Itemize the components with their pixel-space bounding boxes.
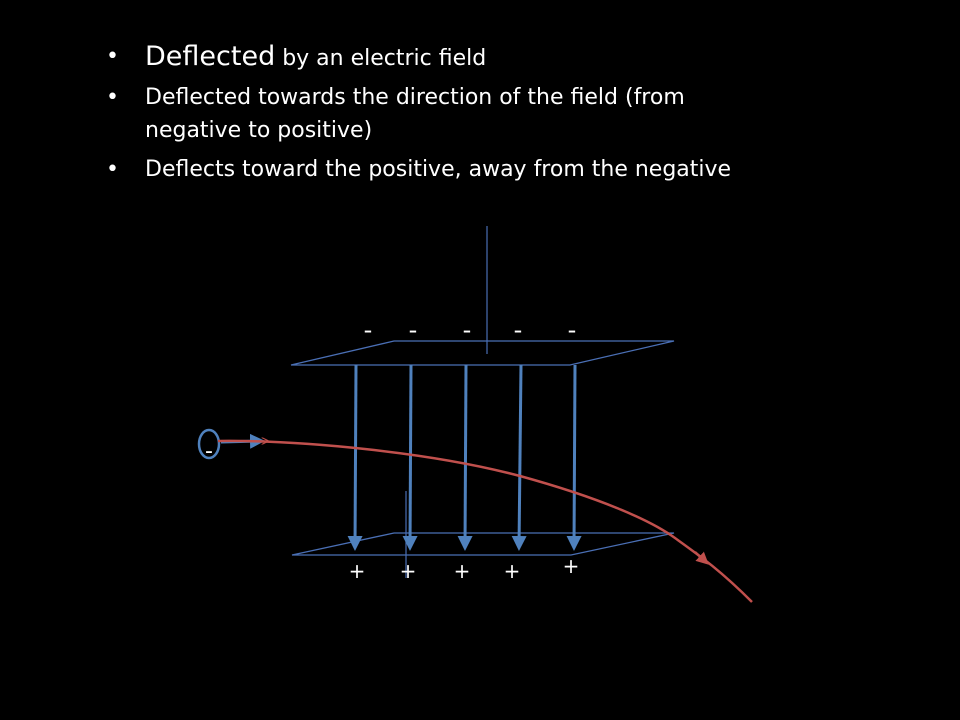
negative-charge-label: -	[463, 316, 472, 344]
bullet-dot: •	[106, 44, 119, 69]
positive-charge-label: +	[563, 554, 580, 578]
top-plate	[290, 340, 675, 366]
bottom-plate-charges: + + + + +	[349, 554, 580, 583]
bullet-dot: •	[106, 85, 119, 110]
electron-path	[217, 439, 753, 603]
bottom-plate	[291, 532, 675, 556]
electron-circle	[197, 428, 221, 460]
field-line	[566, 364, 582, 551]
positive-charge-label: +	[400, 559, 417, 583]
positive-charge-label: +	[349, 559, 366, 583]
bullet-item: • Deflects toward the positive, away fro…	[106, 153, 746, 186]
negative-charge-label: -	[568, 316, 577, 344]
bullet-text: by an electric field	[275, 46, 487, 71]
positive-charge-label: +	[454, 559, 471, 583]
field-line	[457, 364, 473, 551]
negative-charge-label: -	[514, 316, 523, 344]
positive-charge-label: +	[504, 559, 521, 583]
field-line	[511, 364, 527, 551]
bullet-item: • Deflected towards the direction of the…	[106, 81, 746, 147]
top-plate-charges: -----	[364, 316, 577, 344]
path-mid-arrowhead	[694, 551, 709, 565]
negative-charge-label: -	[409, 316, 418, 344]
bullet-text: Deflected towards the direction of the f…	[145, 85, 685, 143]
field-line	[347, 364, 363, 551]
bullet-emphasis: Deflected	[145, 41, 276, 72]
field-line	[402, 364, 418, 551]
field-lines	[347, 364, 582, 551]
negative-charge-label: -	[364, 316, 373, 344]
bullet-item: • Deflected by an electric field	[106, 40, 746, 75]
bullet-text: Deflects toward the positive, away from …	[145, 157, 732, 182]
bullet-dot: •	[106, 157, 119, 182]
bullet-list: • Deflected by an electric field • Defle…	[106, 40, 746, 192]
electron-charge-label: -	[205, 439, 213, 464]
